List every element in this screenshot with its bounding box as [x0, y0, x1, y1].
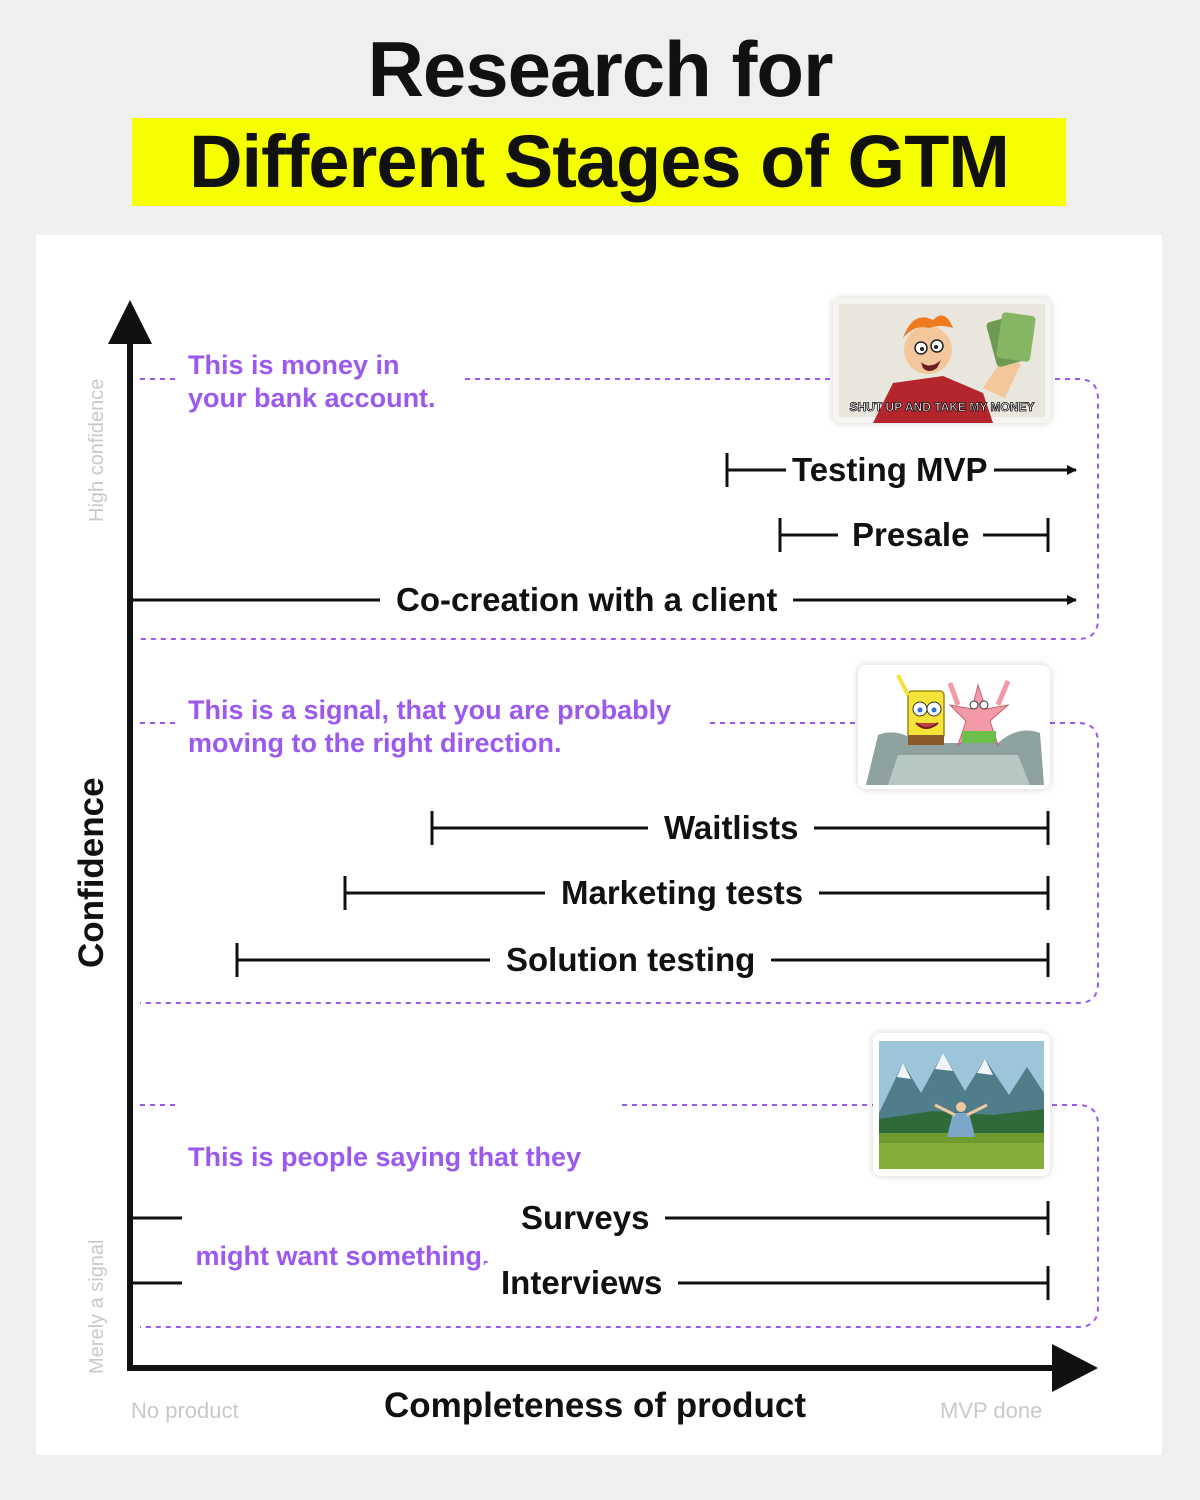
method-label-testing-mvp: Testing MVP	[786, 450, 994, 490]
meadow-mountains-meme-icon	[873, 1033, 1050, 1176]
futurama-fry-money-meme-icon: SHUT UP AND TAKE MY MONEY	[833, 298, 1051, 423]
group-3-annotation-line-2: might want something.	[188, 1241, 490, 1271]
meme-caption: SHUT UP AND TAKE MY MONEY	[850, 400, 1035, 414]
group-3-annotation-line-1: This is people saying that they	[188, 1142, 582, 1172]
group-2-annotation-line-2: moving to the right direction.	[188, 728, 562, 758]
axes	[108, 300, 1098, 1392]
spongebob-patrick-meme-icon	[858, 665, 1050, 789]
group-1-annotation-line-2: your bank account.	[188, 383, 436, 413]
group-3-dashed-bracket	[140, 1104, 1099, 1328]
method-label-presale: Presale	[838, 515, 984, 555]
method-label-waitlists: Waitlists	[648, 808, 815, 848]
group-2-dashed-bracket	[140, 722, 1099, 1004]
method-label-marketing-tests: Marketing tests	[545, 873, 820, 913]
group-1-dashed-bracket	[140, 378, 1099, 640]
group-1-annotation-line-1: This is money in	[188, 350, 400, 380]
method-label-solution-testing: Solution testing	[490, 940, 772, 980]
group-1-annotation: This is money in your bank account.	[182, 349, 442, 415]
method-label-interviews: Interviews	[485, 1263, 679, 1303]
group-2-annotation: This is a signal, that you are probably …	[182, 694, 678, 760]
method-label-surveys: Surveys	[505, 1198, 666, 1238]
x-axis-arrowhead	[1052, 1344, 1098, 1392]
x-axis-start-label: No product	[131, 1398, 239, 1423]
title-line-1: Research for	[367, 25, 834, 113]
y-axis-high-label: High confidence	[86, 378, 108, 522]
x-axis-title: Completeness of product	[384, 1386, 806, 1425]
group-2-annotation-line-1: This is a signal, that you are probably	[188, 695, 672, 725]
y-axis-arrowhead	[108, 300, 152, 344]
x-axis-end-label: MVP done	[940, 1398, 1043, 1423]
y-axis-title: Confidence	[72, 777, 111, 968]
y-axis-low-label: Merely a signal	[86, 1239, 108, 1374]
title-line-2-highlighted: Different Stages of GTM	[132, 118, 1066, 206]
method-label-co-creation: Co-creation with a client	[380, 580, 794, 620]
